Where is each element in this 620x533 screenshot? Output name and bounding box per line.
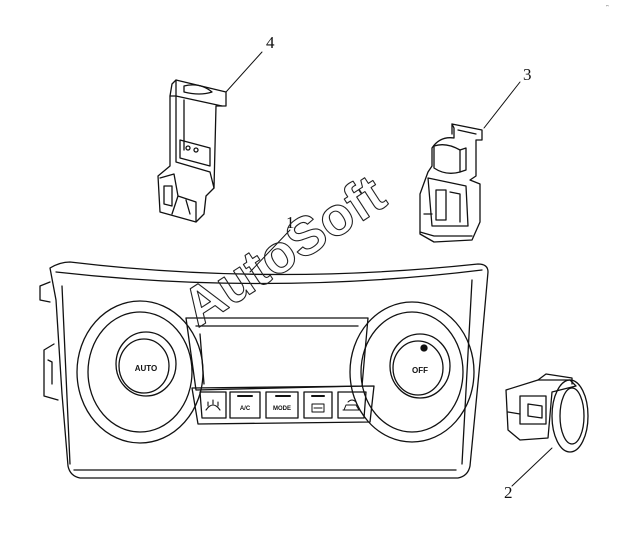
recirculation-icon (342, 399, 361, 411)
button-strip (191, 385, 375, 425)
callout-3: 3 (523, 65, 532, 84)
callout-1: 1 (286, 213, 295, 232)
callout-2: 2 (504, 483, 513, 502)
ac-button (229, 391, 261, 419)
part-2-round-part (505, 373, 589, 453)
recirculation-button (337, 391, 367, 419)
defrost-icon (205, 399, 221, 411)
right-knob-assembly (349, 301, 475, 443)
rear-defrost-icon (311, 403, 325, 413)
part-4-connector (157, 79, 227, 223)
callout-4: 4 (266, 33, 275, 52)
defrost-button (199, 391, 227, 419)
ac-button-label: A/C (240, 406, 251, 412)
mode-button (265, 391, 299, 419)
off-knob-label: OFF (412, 366, 428, 375)
part-3-connector (419, 123, 483, 243)
part-1-control-panel: A/C MODE AUTO OFF (39, 261, 489, 479)
rear-defrost-button (303, 391, 333, 419)
corner-mark: ᵔ (606, 2, 609, 12)
mode-button-label: MODE (273, 406, 291, 412)
leader-lines (225, 51, 553, 487)
auto-knob-label: AUTO (135, 364, 158, 373)
watermark-text: AutoSoft (172, 164, 396, 338)
buttons (199, 391, 367, 419)
